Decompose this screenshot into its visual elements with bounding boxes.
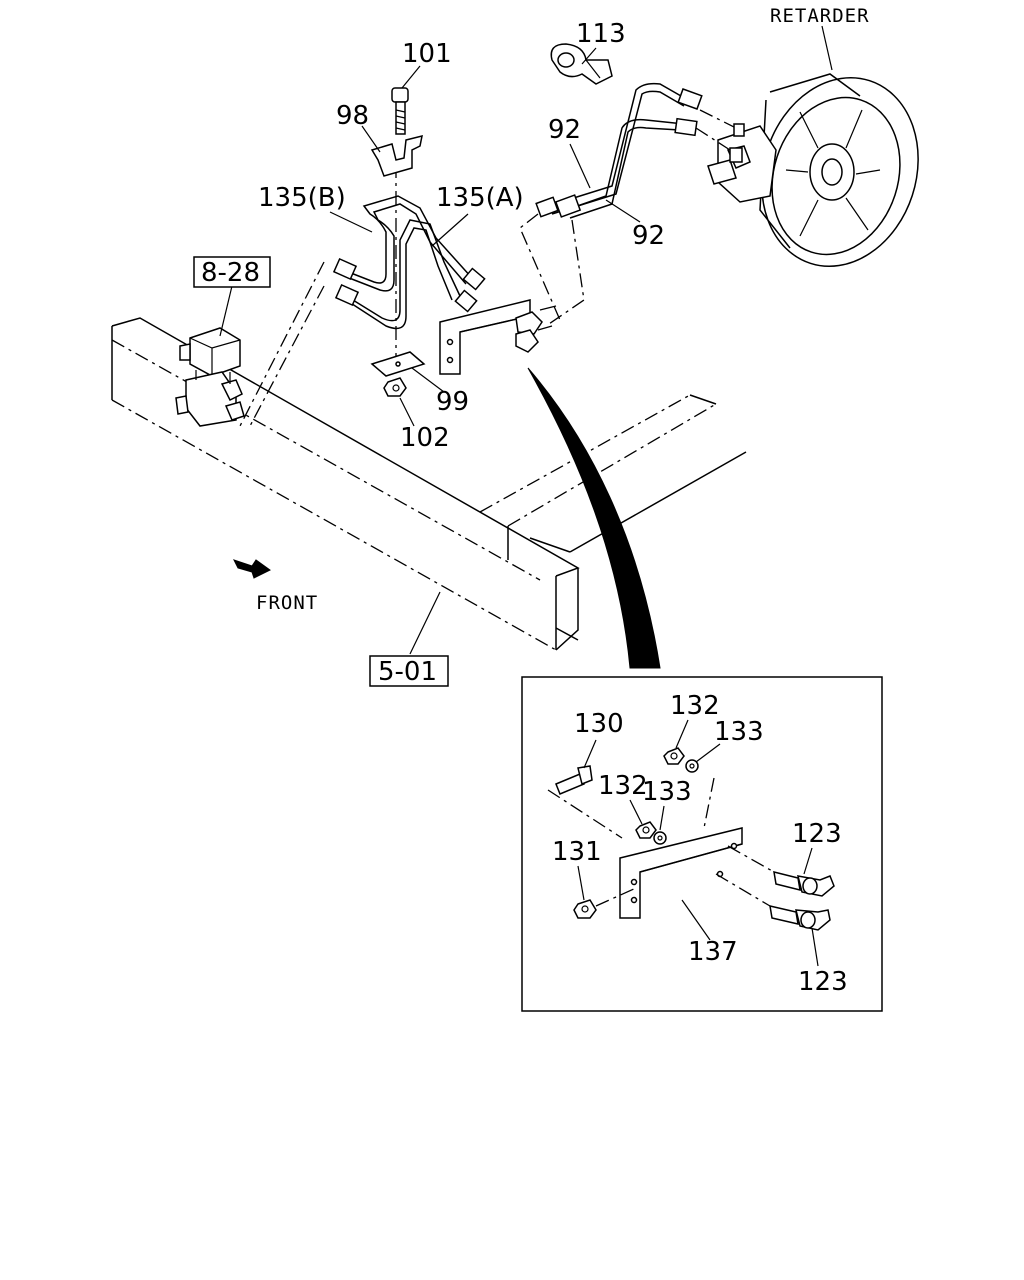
label-detail-123-lower: 123	[798, 967, 848, 997]
detail-parts	[555, 747, 835, 931]
label-99: 99	[436, 387, 469, 417]
label-detail-133-lower: 133	[642, 777, 692, 807]
label-detail-133-upper: 133	[714, 717, 764, 747]
label-98: 98	[336, 101, 369, 131]
label-detail-132-upper: 132	[670, 691, 720, 721]
label-detail-123-upper: 123	[792, 819, 842, 849]
label-5-01: 5-01	[378, 657, 437, 687]
label-113: 113	[576, 19, 626, 49]
tube-135	[332, 195, 486, 330]
detail-leader-lines	[577, 719, 819, 967]
valve-assembly	[175, 327, 245, 427]
tube-92	[535, 82, 745, 219]
label-retarder: RETARDER	[770, 5, 870, 27]
clamp-113	[550, 43, 613, 85]
front-arrow	[233, 559, 271, 579]
clamp-98	[370, 134, 423, 177]
label-102: 102	[400, 423, 450, 453]
ref-box-5-01[interactable]	[369, 655, 449, 687]
ref-box-8-28[interactable]	[193, 256, 271, 288]
label-detail-137: 137	[688, 937, 738, 967]
label-135b: 135(B)	[258, 183, 346, 213]
label-8-28: 8-28	[201, 258, 260, 288]
bracket-frame	[439, 299, 557, 375]
frame-rail	[111, 317, 747, 651]
label-92-lower: 92	[632, 221, 665, 251]
detail-routing	[547, 777, 775, 907]
label-detail-130: 130	[574, 709, 624, 739]
bolt-101	[391, 87, 409, 135]
plate-99	[370, 351, 426, 377]
retarder-unit	[707, 73, 919, 268]
leader-lines	[219, 25, 833, 655]
label-detail-132-lower: 132	[598, 771, 648, 801]
detail-callout-arrow	[527, 367, 661, 669]
label-101: 101	[402, 39, 452, 69]
label-detail-131: 131	[552, 837, 602, 867]
label-135a: 135(A)	[436, 183, 524, 213]
nut-102	[383, 377, 407, 397]
label-92-upper: 92	[548, 115, 581, 145]
label-front: FRONT	[256, 592, 318, 614]
